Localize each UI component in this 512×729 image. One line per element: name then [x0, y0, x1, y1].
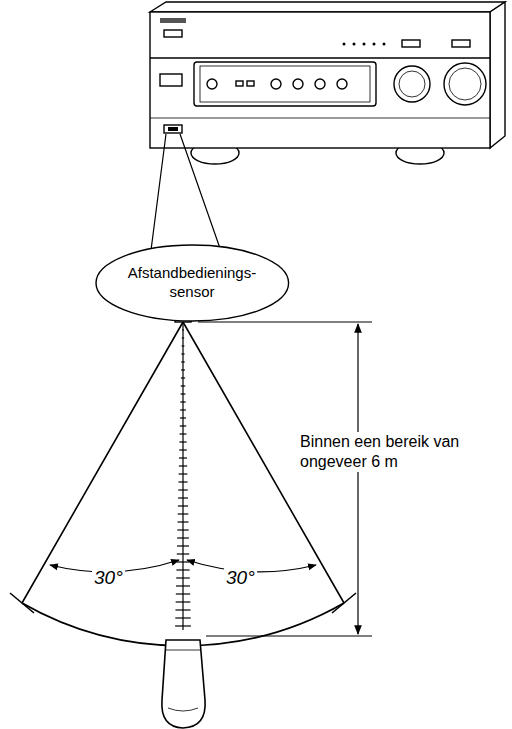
- extension-line: [198, 322, 372, 636]
- display: [194, 62, 376, 106]
- center-line: [175, 324, 191, 630]
- switch: [247, 81, 254, 86]
- callout-bubble: Afstandbedienings- sensor: [95, 244, 290, 322]
- panel-line: [150, 57, 490, 58]
- remote-sensor: [164, 125, 182, 133]
- knob: [271, 79, 281, 89]
- logo-mark: [160, 18, 186, 23]
- button: [452, 40, 470, 47]
- range-label: Binnen een bereik van ongeveer 6 m: [298, 432, 462, 472]
- selector-knob: [399, 71, 425, 97]
- side-face: [490, 2, 505, 148]
- knob: [207, 79, 217, 89]
- front-face: [150, 12, 490, 148]
- volume-knob: [444, 63, 486, 105]
- knob: [293, 79, 303, 89]
- knob: [315, 79, 325, 89]
- dimension-line: [357, 324, 358, 634]
- panel-line: [150, 118, 490, 119]
- remote-sensor: [168, 127, 178, 131]
- angle-label: 30°: [224, 566, 257, 590]
- switch: [236, 81, 243, 86]
- receiver: [150, 2, 505, 164]
- button: [164, 30, 182, 37]
- power-button: [160, 74, 182, 86]
- display-window: [200, 66, 370, 102]
- remote-control: [166, 650, 200, 651]
- selector-knob: [394, 66, 430, 102]
- top-face: [150, 2, 505, 12]
- volume-knob: [449, 68, 481, 100]
- callout-label: Afstandbedienings- sensor: [127, 264, 257, 302]
- angle-label: 30°: [92, 566, 125, 590]
- button: [402, 40, 420, 47]
- callout-leader: [150, 134, 222, 258]
- knob: [337, 79, 347, 89]
- remote-control: [162, 640, 205, 728]
- remote-control: [168, 708, 198, 711]
